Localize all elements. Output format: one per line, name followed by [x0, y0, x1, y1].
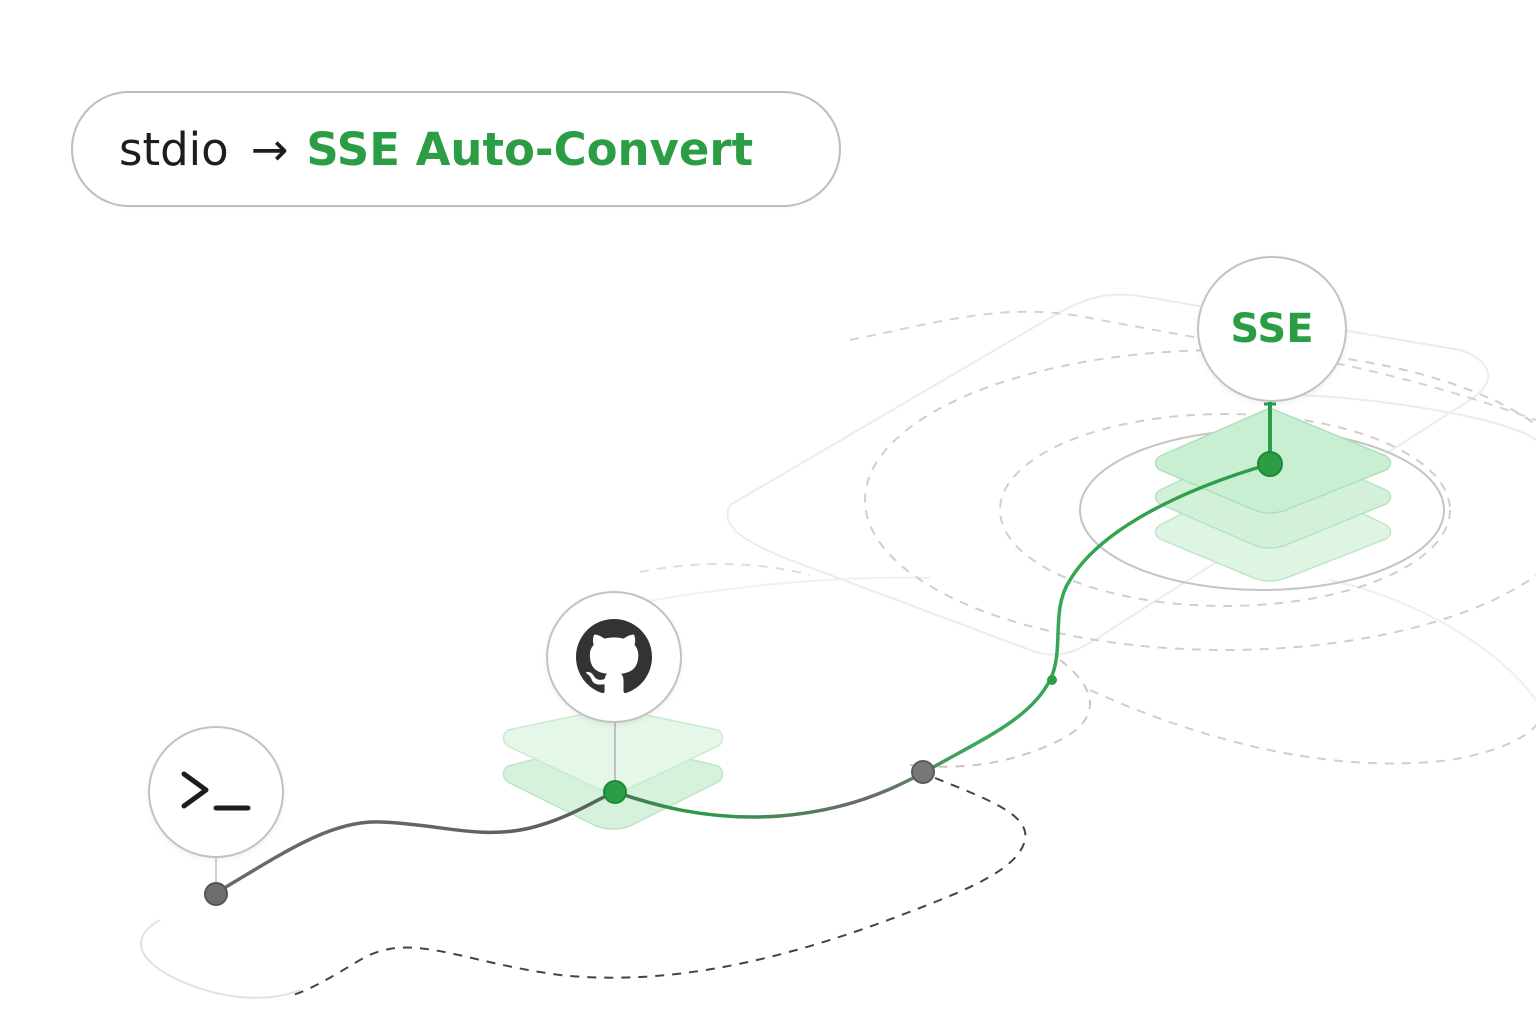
- title-pill: stdio → SSE Auto-Convert: [71, 91, 841, 207]
- github-path-dot: [603, 780, 627, 804]
- github-icon: [576, 619, 652, 694]
- dashed-contour-ring: [864, 349, 1536, 651]
- dashed-boundary: [639, 563, 811, 576]
- background-outline: [1299, 394, 1536, 441]
- terminal-node: [148, 726, 284, 858]
- midpoint-path-dot: [911, 760, 935, 784]
- sse-path-dot: [1257, 451, 1283, 477]
- title-arrow: →: [250, 122, 289, 176]
- sse-node-label: SSE: [1230, 306, 1314, 352]
- dashed-boundary: [849, 310, 1536, 421]
- small-path-dot: [1047, 675, 1057, 685]
- background-outline: [140, 919, 301, 999]
- sse-node: SSE: [1197, 256, 1347, 402]
- dashed-boundary: [1089, 689, 1536, 765]
- terminal-path-dot: [204, 882, 228, 906]
- title-target: SSE Auto-Convert: [306, 122, 754, 176]
- sse-layer-stack: [1154, 407, 1392, 582]
- title-source: stdio: [119, 122, 229, 176]
- dashed-contour-ring: [999, 413, 1451, 607]
- terminal-icon: [181, 771, 251, 811]
- flow-path: [214, 462, 1272, 895]
- dashed-boundary: [909, 659, 1091, 768]
- github-node: [546, 591, 682, 723]
- background-outline: [1329, 579, 1536, 701]
